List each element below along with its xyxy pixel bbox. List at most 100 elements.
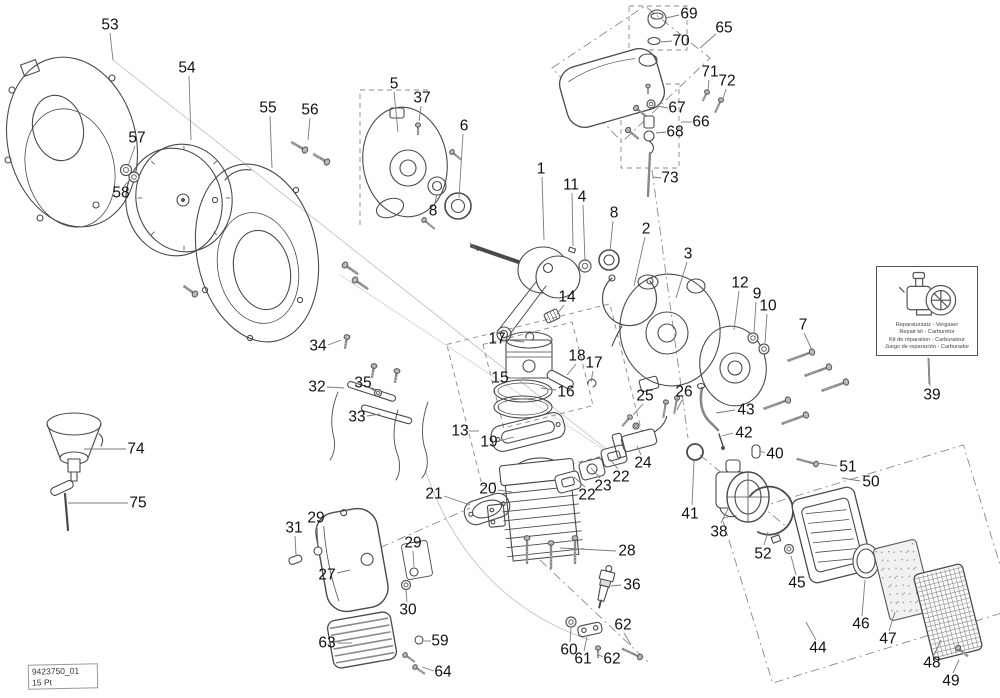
part-callout-15: 15 [491,370,508,387]
callout-leader-67 [656,105,669,109]
callout-leader-27 [336,569,351,574]
part-callout-56: 56 [301,102,318,119]
screw-drawing [370,363,378,379]
callout-leader-49 [952,659,960,674]
callout-leader-7 [803,332,813,351]
part-callout-22: 22 [578,487,595,504]
part-callout-53: 53 [101,17,118,34]
part-callout-25: 25 [636,388,653,405]
manifold-screws-25-26 [621,395,681,430]
part-callout-32: 32 [308,379,325,396]
callout-leader-36 [610,584,622,587]
callout-leader-34 [327,339,342,346]
part-callout-59: 59 [431,633,448,650]
crankcase-half-3 [619,273,721,393]
callout-leader-3 [675,261,688,299]
part-callout-70: 70 [672,33,690,50]
screw-drawing [341,261,359,276]
screw-drawing [290,140,309,154]
part-callout-62: 62 [614,617,631,634]
part-callout-17: 17 [585,355,602,372]
callout-leader-58 [123,179,131,187]
kit-label-es: Juego de reparación - Carburador [884,343,970,350]
part-callout-49: 49 [942,673,959,690]
part-callout-72: 72 [718,73,735,90]
piston-group [493,331,597,419]
screw-drawing [449,149,462,161]
callout-leader-56 [307,117,311,141]
part-callout-28: 28 [618,543,635,560]
part-callout-19: 19 [480,434,497,451]
part-callout-46: 46 [852,616,869,633]
part-callout-43: 43 [737,402,754,419]
callout-leader-73 [652,176,662,179]
fan-housing-55 [182,140,369,343]
callout-leader-24 [636,445,642,456]
kit-box-leader [927,357,930,385]
callout-leader-48 [933,639,942,656]
intake-manifold-24 [611,415,668,459]
part-callout-21: 21 [425,486,442,503]
choke-disc-46-inner [856,548,876,574]
part-callout-29: 29 [404,535,421,552]
part-callout-47: 47 [879,631,896,648]
callout-leader-8 [434,193,438,204]
callout-leader-30 [405,589,408,603]
part-callout-74: 74 [127,441,145,458]
part-callout-4: 4 [578,189,587,206]
tank-cap-69-70 [647,9,667,46]
callout-leader-39 [928,357,931,387]
part-callout-55: 55 [259,100,276,117]
callout-leader-53 [109,32,114,61]
callout-leader-25 [632,403,644,416]
callout-leader-26 [676,399,683,411]
callout-leader-61 [583,636,588,652]
spark-plug-36 [597,565,616,609]
guide-lines [112,5,1000,684]
callout-leader-68 [655,131,667,134]
screw-drawing [821,378,850,393]
screw-drawing [621,647,643,661]
bracket-60-61-62 [565,616,643,661]
part-callout-52: 52 [754,546,771,563]
fuel-filter-66-67-68 [643,83,656,154]
screw-drawing [954,644,969,658]
filter-housing-50 [791,486,873,584]
callout-leader-8 [609,220,614,252]
part-callout-75: 75 [129,495,146,512]
callout-leader-5 [393,91,399,133]
part-callout-16: 16 [557,384,574,401]
callout-leader-32 [326,386,345,389]
callout-leader-16 [540,387,557,391]
part-callout-17: 17 [488,331,505,348]
part-callout-8: 8 [610,205,619,222]
screw-drawing [621,414,633,427]
screw-drawing [673,395,681,414]
callout-leader-6 [458,133,464,199]
part-callout-61: 61 [574,651,591,668]
muffler-fasteners [288,540,433,675]
part-callout-33: 33 [348,409,365,426]
part-callout-23: 23 [594,478,611,495]
part-callout-31: 31 [285,520,302,537]
carburetor-kit-icon [898,271,957,316]
part-callout-12: 12 [731,275,748,292]
part-callout-27: 27 [318,567,335,584]
filter-cover-48 [913,563,983,661]
part-callout-3: 3 [684,246,693,263]
part-callout-48: 48 [923,655,940,672]
part-callout-35: 35 [354,375,371,392]
screw-drawing [182,284,199,298]
part-callout-24: 24 [634,455,652,472]
o-ring-41 [686,443,704,461]
screw-drawing [412,664,426,675]
part-callout-20: 20 [479,481,497,498]
screw-drawing [312,152,331,166]
part-callout-6: 6 [460,118,469,135]
screw-drawing [662,399,670,418]
fuel-hose-73 [646,151,652,198]
callout-leader-65 [699,33,717,49]
callout-leader-71 [707,79,710,91]
screw-drawing [781,411,810,426]
part-callout-26: 26 [675,384,692,401]
